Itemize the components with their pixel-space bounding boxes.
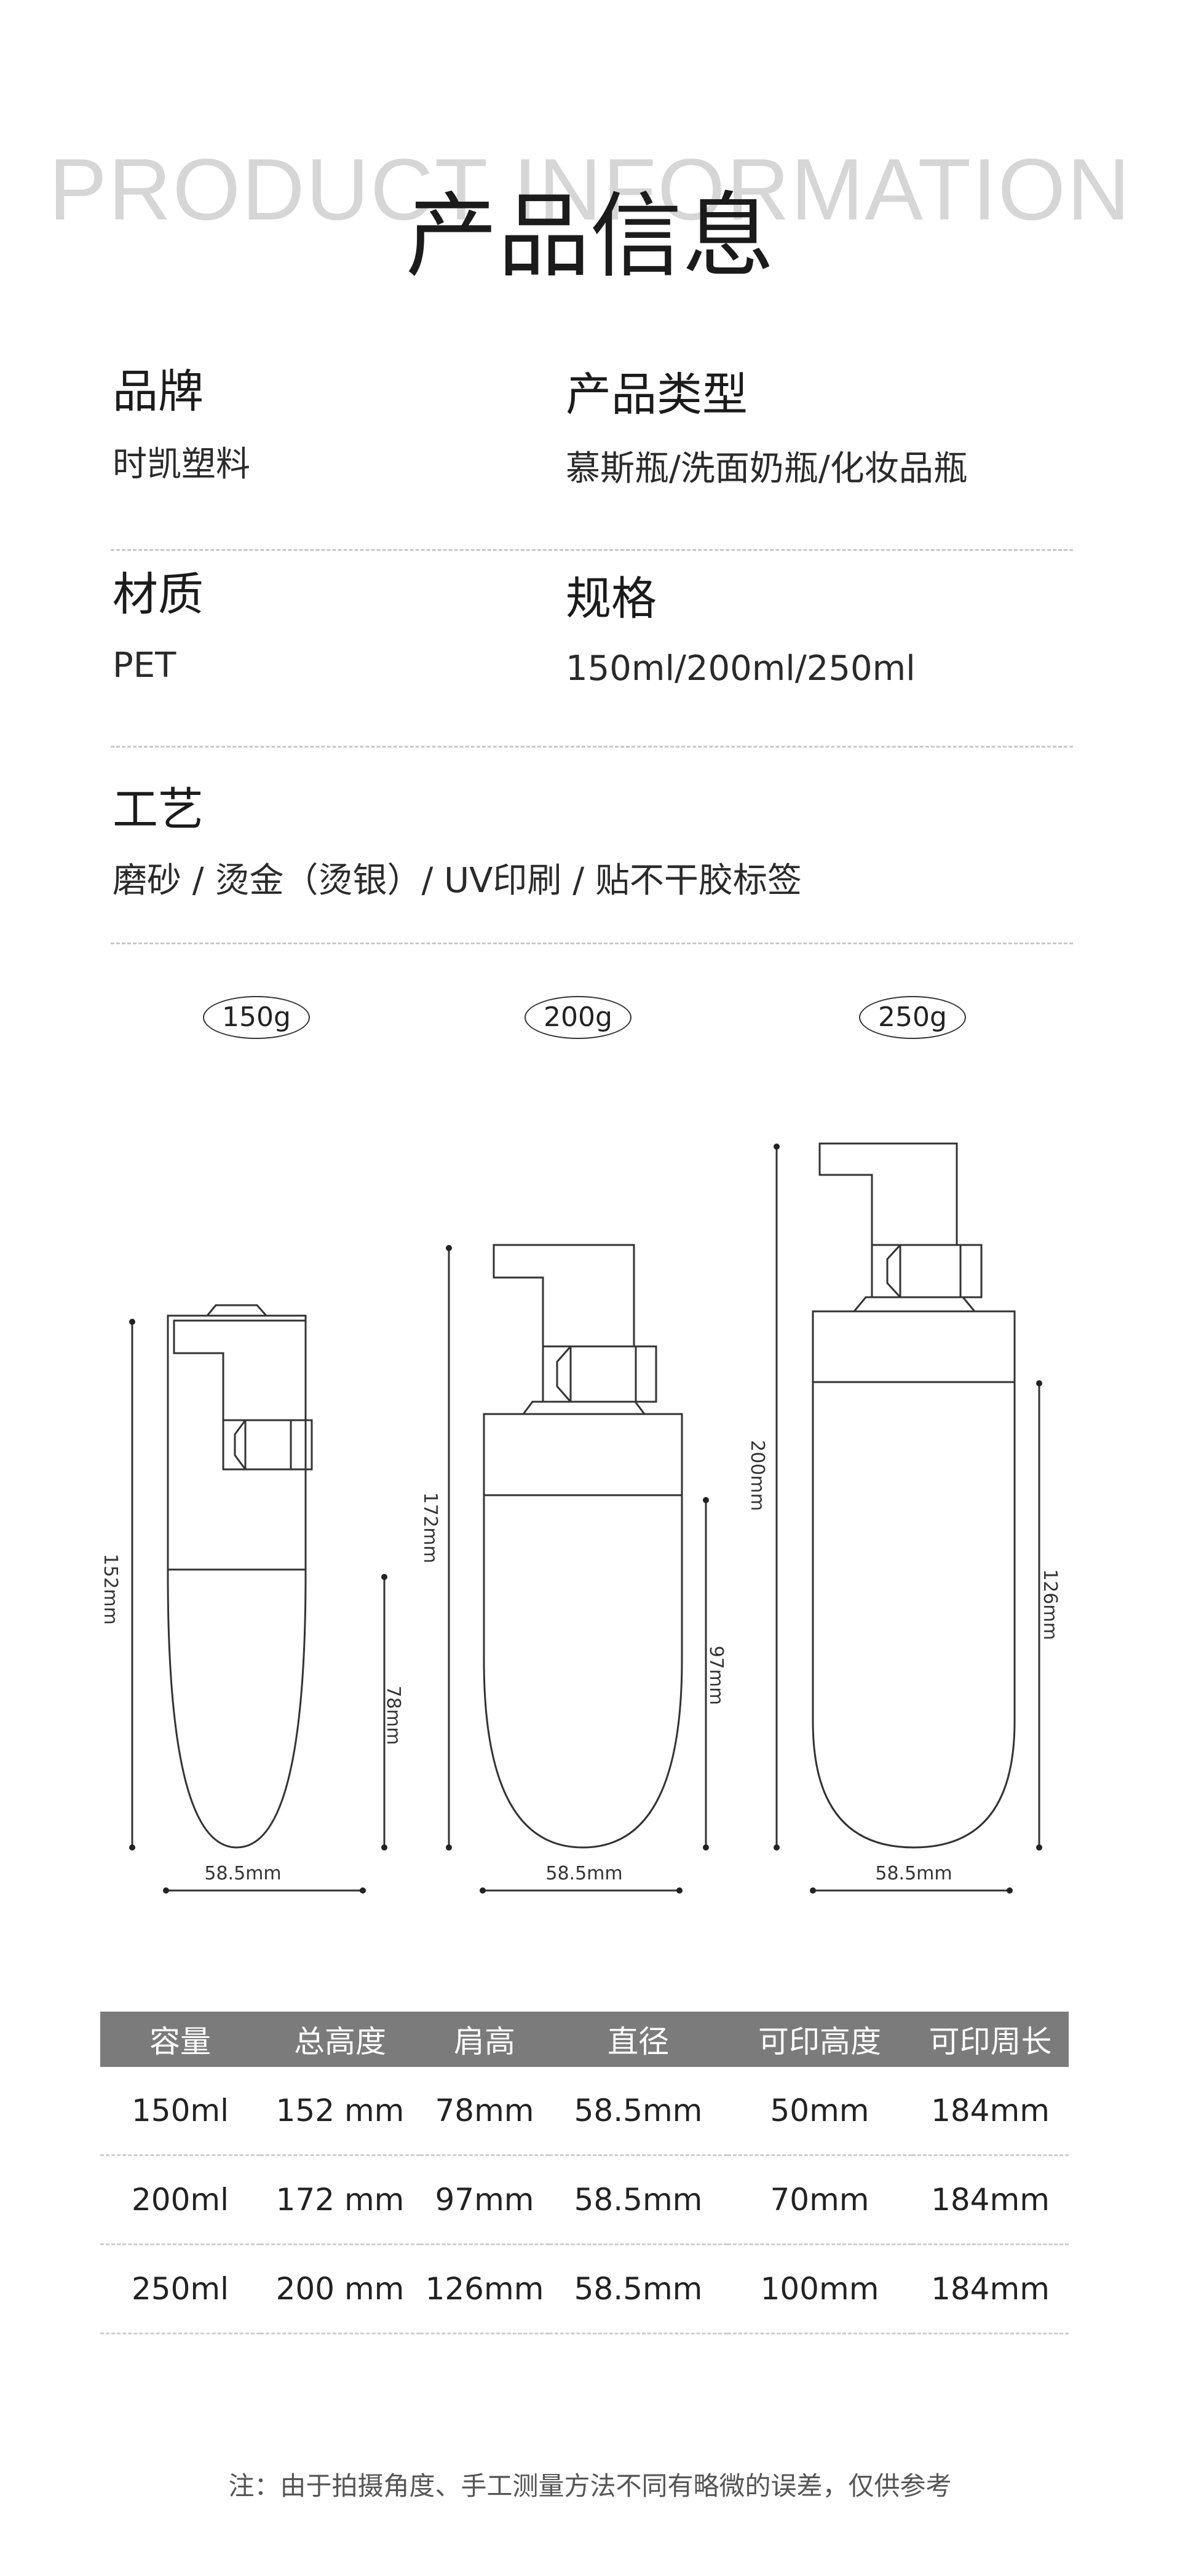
table-cell: 184mm [912, 2244, 1069, 2334]
table-cell: 78mm [420, 2067, 549, 2156]
table-cell: 58.5mm [549, 2067, 727, 2156]
bottle-150 [131, 1304, 386, 1892]
table-row: 200ml 172 mm 97mm 58.5mm 70mm 184mm [100, 2155, 1069, 2245]
bottle-250 [775, 1142, 1040, 1892]
total-height-label: 172mm [419, 1492, 441, 1563]
table-cell: 58.5mm [549, 2244, 727, 2334]
material-label: 材质 [113, 568, 204, 621]
total-height-label: 200mm [746, 1440, 768, 1511]
bottle-weight-label: 150g [203, 996, 310, 1039]
table-header-cell: 可印高度 [727, 2012, 912, 2067]
shoulder-height-label: 126mm [1039, 1569, 1061, 1640]
type-label: 产品类型 [566, 368, 748, 421]
table-cell: 184mm [912, 2155, 1069, 2245]
table-cell: 200ml [100, 2155, 260, 2245]
spec-table: 容量 总高度 肩高 直径 可印高度 可印周长 150ml 152 mm 78mm… [100, 2012, 1069, 2334]
page-title: 产品信息 [405, 183, 775, 290]
diameter-label: 58.5mm [204, 1863, 281, 1884]
background-title: PRODUCT INFORMATION [49, 141, 1131, 239]
table-header-cell: 总高度 [260, 2012, 420, 2067]
table-cell: 250ml [100, 2244, 260, 2334]
material-value: PET [113, 646, 176, 685]
divider [111, 942, 1073, 944]
table-cell: 97mm [420, 2155, 549, 2245]
table-cell: 200 mm [260, 2244, 420, 2334]
table-cell: 184mm [912, 2067, 1069, 2156]
table-header-row: 容量 总高度 肩高 直径 可印高度 可印周长 [100, 2012, 1069, 2067]
table-header-cell: 容量 [100, 2012, 260, 2067]
brand-label: 品牌 [113, 365, 204, 418]
table-row: 150ml 152 mm 78mm 58.5mm 50mm 184mm [100, 2067, 1069, 2156]
spec-label: 规格 [566, 572, 657, 625]
shoulder-height-label: 78mm [382, 1686, 404, 1745]
table-cell: 58.5mm [549, 2155, 727, 2245]
table-header-cell: 可印周长 [912, 2012, 1069, 2067]
bottle-dimension-diagram: 152mm 78mm 58.5mm 172mm 97mm 58.5mm 200m… [100, 1142, 1061, 1894]
table-header-cell: 肩高 [420, 2012, 549, 2067]
bottle-weight-label: 200g [525, 996, 632, 1039]
bottle-200 [448, 1244, 707, 1892]
table-cell: 50mm [727, 2067, 912, 2156]
diameter-label: 58.5mm [545, 1863, 622, 1884]
craft-label: 工艺 [113, 783, 204, 836]
bottle-weight-label: 250g [859, 996, 966, 1039]
craft-value: 磨砂 / 烫金（烫银）/ UV印刷 / 贴不干胶标签 [113, 861, 802, 901]
type-value: 慕斯瓶/洗面奶瓶/化妆品瓶 [566, 449, 968, 489]
diameter-label: 58.5mm [875, 1863, 952, 1884]
divider [111, 549, 1073, 551]
total-height-label: 152mm [100, 1554, 121, 1625]
table-header-cell: 直径 [549, 2012, 727, 2067]
footnote: 注：由于拍摄角度、手工测量方法不同有略微的误差，仅供参考 [228, 2471, 952, 2501]
table-cell: 150ml [100, 2067, 260, 2156]
table-cell: 152 mm [260, 2067, 420, 2156]
table-cell: 126mm [420, 2244, 549, 2334]
table-cell: 70mm [727, 2155, 912, 2245]
brand-value: 时凯塑料 [113, 444, 250, 484]
spec-value: 150ml/200ml/250ml [566, 649, 916, 689]
table-cell: 172 mm [260, 2155, 420, 2245]
divider [111, 746, 1073, 748]
table-row: 250ml 200 mm 126mm 58.5mm 100mm 184mm [100, 2244, 1069, 2334]
table-cell: 100mm [727, 2244, 912, 2334]
shoulder-height-label: 97mm [705, 1646, 727, 1705]
